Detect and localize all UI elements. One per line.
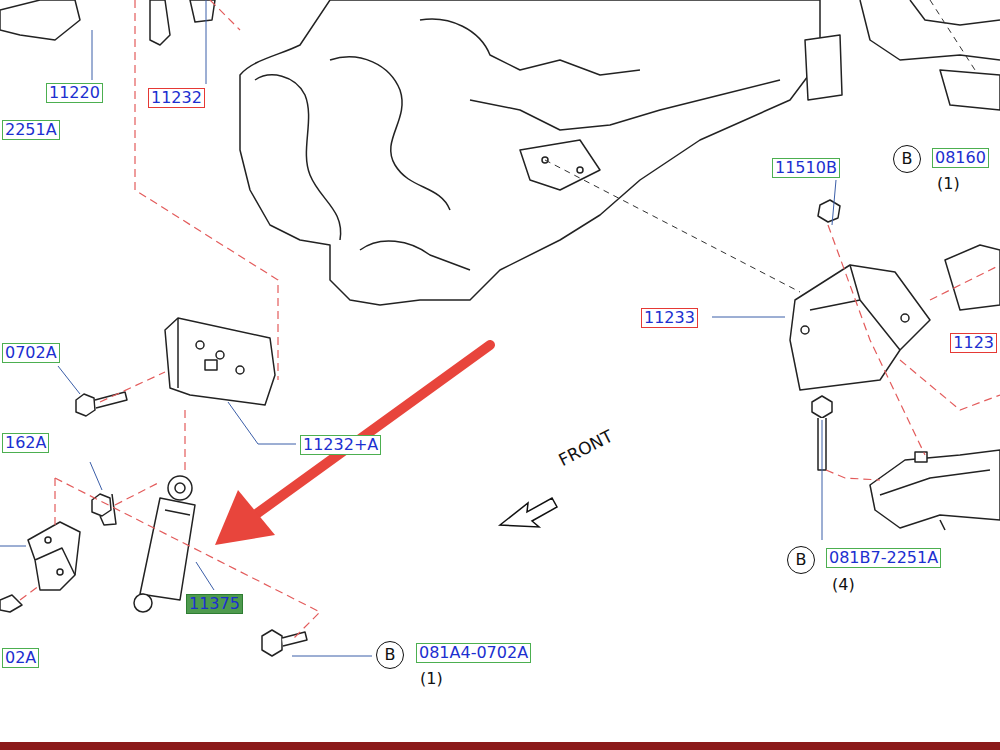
part-number: 081B7-2251A — [826, 548, 941, 568]
direction-label: FRONT — [554, 426, 617, 470]
quantity: (1) — [418, 670, 445, 688]
part-number: 11510B — [772, 158, 840, 178]
part-number: 1123 — [950, 333, 997, 353]
part-number: 11232 — [148, 88, 205, 108]
part-number: 0702A — [2, 343, 60, 363]
reference-circle: B — [893, 145, 921, 173]
part-number: 162A — [2, 433, 49, 453]
part-number: 11233 — [641, 308, 698, 328]
part-number: 02A — [2, 648, 39, 668]
part-number: 2251A — [2, 120, 60, 140]
part-number: 081A4-0702A — [416, 643, 531, 663]
part-number: 11375 — [186, 594, 243, 614]
quantity: (1) — [935, 175, 962, 193]
reference-circle: B — [787, 546, 815, 574]
part-number: 08160 — [932, 148, 989, 168]
part-number: 11232+A — [300, 435, 381, 455]
part-number: 11220 — [46, 83, 103, 103]
quantity: (4) — [830, 576, 857, 594]
reference-circle: B — [376, 641, 404, 669]
